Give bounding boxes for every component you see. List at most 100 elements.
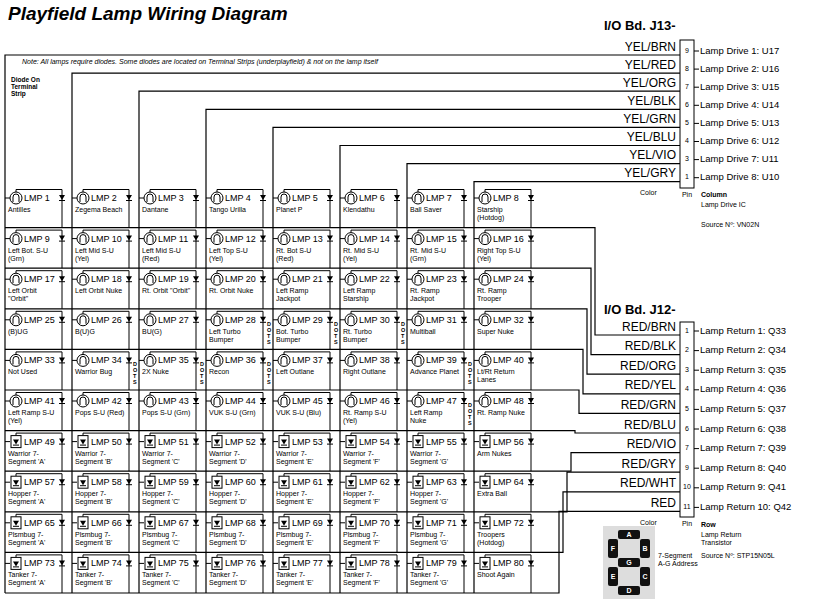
- led-diode: [281, 440, 287, 445]
- lamp-name: Shoot Again: [477, 571, 527, 579]
- lamp-cell: LMP 3Dantane: [141, 190, 197, 214]
- diode-symbol: [126, 479, 132, 484]
- lamp-lead: [474, 238, 479, 239]
- pin-number: 6: [685, 425, 689, 433]
- lamp-filament: [80, 275, 86, 283]
- wire-color: YEL/BRN: [625, 41, 676, 54]
- lamp-name: Rt. Ramp Jackpot: [410, 287, 460, 303]
- lamp-number: LMP 43: [158, 395, 197, 407]
- lamp-cell: LMP 37Left Outlane: [275, 352, 331, 376]
- diode-symbol: [327, 276, 333, 281]
- lamp-cell: LMP 15Rt. Mid S-U (Grn): [409, 231, 465, 263]
- lamp-name: Plsmbug 7-Segment 'B': [75, 531, 125, 547]
- lamp-name: VUK S-U (Blu): [276, 409, 326, 417]
- diode-symbol: [193, 236, 199, 241]
- lamp-lead: [273, 319, 278, 320]
- led-symbol: [145, 436, 155, 448]
- lamp-cell: LMP 26B(U)G: [74, 312, 130, 336]
- lamp-cell: LMP 68Plsmbug 7-Segment 'D': [208, 515, 264, 547]
- lamp-filament: [80, 356, 86, 364]
- diode-symbol: [394, 195, 400, 200]
- led-symbol: [11, 476, 21, 488]
- diode-bar: [461, 362, 467, 363]
- lamp-filament: [13, 235, 19, 243]
- lamp-lead: [474, 401, 479, 402]
- lamp-name: Tanker 7-Segment 'A': [8, 571, 58, 587]
- lamp-lead: [273, 360, 278, 361]
- pin-number: 10: [683, 483, 691, 491]
- diode-symbol: [126, 398, 132, 403]
- lamp-symbol: [144, 273, 156, 285]
- pin-dash: [694, 389, 699, 390]
- lamp-name: Starship (Hotdog): [477, 206, 527, 222]
- diode-symbol: [327, 236, 333, 241]
- connector-name: I/O Bd. J13-: [604, 19, 676, 33]
- lamp-number: LMP 8: [493, 192, 532, 204]
- pin-number: 3: [685, 155, 689, 163]
- lamp-name: Bot. Turbo Bumper: [276, 328, 326, 344]
- led-bar: [147, 526, 153, 527]
- signal-name: Lamp Drive 1: U17: [700, 46, 779, 56]
- lamp-lead: [139, 563, 144, 564]
- lamp-cell: LMP 52Warrior 7-Segment 'D': [208, 434, 264, 466]
- lamp-symbol: [10, 192, 22, 204]
- led-bar: [482, 445, 488, 446]
- lamp-cell: LMP 41Left Ramp S-U (Yel): [7, 393, 63, 425]
- lamp-symbol: [278, 354, 290, 366]
- diode-bar: [260, 362, 266, 363]
- lamp-number: LMP 56: [493, 436, 532, 448]
- lamp-name: Warrior 7-Segment 'A': [8, 450, 58, 466]
- column-wire: [273, 127, 680, 593]
- lamp-symbol: [278, 314, 290, 326]
- lamp-name: Rt. Ramp Trooper: [477, 287, 527, 303]
- display-segment: [608, 539, 618, 558]
- connector-j12: [680, 322, 694, 517]
- led-diode: [147, 521, 153, 526]
- lamp-name: Ball Saver: [410, 206, 460, 214]
- lamp-symbol: [77, 273, 89, 285]
- lamp-filament: [80, 397, 86, 405]
- lamp-cell: LMP 7Ball Saver: [409, 190, 465, 214]
- diode-bar: [528, 241, 534, 242]
- lamp-lead: [5, 563, 10, 564]
- diode-symbol: [126, 357, 132, 362]
- led-diode: [13, 521, 19, 526]
- lamp-symbol: [345, 192, 357, 204]
- lamp-name: Antilles: [8, 206, 58, 214]
- lamp-name: Multiball: [410, 328, 460, 336]
- lamp-name: Left Bot. S-U (Grn): [8, 247, 58, 263]
- lamp-symbol: [10, 354, 22, 366]
- lamp-lead: [5, 522, 10, 523]
- lamp-cell: LMP 20Rt. Orbit Nuke: [208, 271, 264, 295]
- lamp-name: Rt. Orbit Nuke: [209, 287, 259, 295]
- lamp-number: LMP 2: [91, 192, 130, 204]
- lamp-name: Rt. Mid S-U (Yel): [343, 247, 393, 263]
- led-bar: [80, 485, 86, 486]
- diode-bar: [59, 565, 65, 566]
- diode-bar: [394, 362, 400, 363]
- lamp-name: Hopper 7-Segment 'B': [75, 490, 125, 506]
- diode-symbol: [126, 317, 132, 322]
- lamp-name: 2X Nuke: [142, 368, 192, 376]
- lamp-name: Rt. Turbo Bumper: [343, 328, 393, 344]
- diode-bar: [394, 200, 400, 201]
- diode-symbol: [528, 439, 534, 444]
- lamp-number: LMP 21: [292, 273, 331, 285]
- diode-bar: [260, 322, 266, 323]
- lamp-name: Tanker 7-Segment 'G': [410, 571, 460, 587]
- column-wire: [139, 91, 680, 593]
- led-diode: [348, 521, 354, 526]
- led-diode: [147, 480, 153, 485]
- lamp-lead: [474, 360, 479, 361]
- diode-bar: [461, 444, 467, 445]
- led-diode: [482, 440, 488, 445]
- lamp-number: LMP 59: [158, 476, 197, 488]
- diode-bar: [461, 200, 467, 201]
- diode-bar: [528, 444, 534, 445]
- lamp-number: LMP 60: [225, 476, 264, 488]
- lamp-number: LMP 78: [359, 557, 398, 569]
- segment-letter: E: [611, 573, 616, 581]
- lamp-cell: LMP 30Rt. Turbo Bumper: [342, 312, 398, 344]
- led-symbol: [480, 476, 490, 488]
- diode-bar: [59, 484, 65, 485]
